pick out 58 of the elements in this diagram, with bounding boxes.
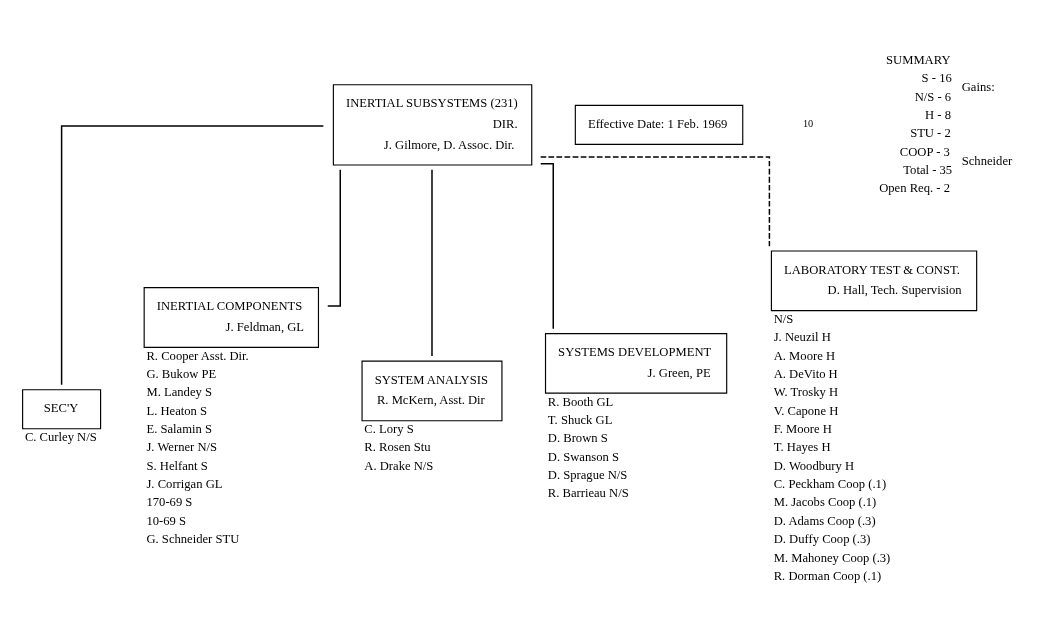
connector (539, 155, 771, 247)
node-box: SYSTEMS DEVELOPMENT J. Green, PE (544, 332, 728, 394)
node-label: D. Duffy Coop (.3) (773, 531, 871, 546)
node-label: M. Mahoney Coop (.3) (773, 550, 891, 565)
node-label: D. Sprague N/S (547, 467, 628, 482)
connector (60, 124, 325, 386)
connector (431, 168, 433, 357)
connector (540, 162, 554, 329)
label: SUMMARY (886, 52, 951, 67)
label: Open Req. - 2 (879, 180, 950, 195)
node-label: M. Jacobs Coop (.1) (773, 494, 877, 509)
node-label: R. Rosen Stu (364, 439, 431, 454)
node-label: G. Bukow PE (146, 366, 217, 381)
node-label: W. Trosky H (773, 384, 839, 399)
node-label: L. Heaton S (146, 403, 208, 418)
label: STU - 2 (910, 125, 951, 140)
node-label: G. Schneider STU (146, 531, 240, 546)
node-box: Effective Date: 1 Feb. 1969 (574, 104, 744, 145)
node-label: R. Barrieau N/S (547, 485, 629, 500)
node-label: J. Corrigan GL (146, 476, 223, 491)
node-box: INERTIAL COMPONENTS J. Feldman, GL (143, 286, 320, 348)
node-label: C. Peckham Coop (.1) (773, 476, 887, 491)
label: Total - 35 (903, 162, 953, 177)
node-label: J. Neuzil H (773, 329, 831, 344)
node-label: J. Werner N/S (146, 439, 218, 454)
node-box: LABORATORY TEST & CONST. D. Hall, Tech. Supervision (770, 249, 978, 311)
node-label: D. Adams Coop (.3) (773, 513, 876, 528)
node-box: SYSTEM ANALYSIS R. McKern, Asst. Dir (361, 360, 503, 421)
node-label: A. Moore H (773, 348, 835, 363)
label: COOP - 3 (899, 144, 950, 159)
node-label: D. Brown S (547, 430, 608, 445)
node-label: R. Booth GL (547, 394, 614, 409)
node-label: A. Drake N/S (364, 458, 434, 473)
node-label: D. Woodbury H (773, 458, 855, 473)
node-label: A. DeVito H (773, 366, 838, 381)
label: 10 (802, 117, 814, 129)
node-label: M. Landey S (146, 384, 212, 399)
node-label: T. Shuck GL (547, 412, 613, 427)
node-label: F. Moore H (773, 421, 832, 436)
node-label: T. Hayes H (773, 439, 831, 454)
node-label: R. Dorman Coop (.1) (773, 568, 882, 583)
label: Schneider (961, 153, 1013, 168)
node-label: C. Curley N/S (24, 429, 97, 444)
node-label: D. Swanson S (547, 449, 619, 464)
label: S - 16 (921, 70, 952, 85)
node-label: N/S (773, 311, 794, 326)
node-box: INERTIAL SUBSYSTEMS (231) DIR. J. Gilmore, D. Assoc. Dir. (332, 83, 533, 166)
node-label: R. Cooper Asst. Dir. (146, 348, 249, 363)
node-label: 170-69 S (146, 494, 193, 509)
node-label: S. Helfant S (146, 458, 208, 473)
node-label: C. Lory S (364, 421, 414, 436)
label: N/S - 6 (914, 89, 952, 104)
node-box: SEC'Y (22, 388, 102, 429)
node-label: E. Salamin S (146, 421, 212, 436)
label: H - 8 (925, 107, 951, 122)
node-label: V. Capone H (773, 403, 839, 418)
node-label: 10-69 S (146, 513, 187, 528)
label: Gains: (961, 79, 995, 94)
